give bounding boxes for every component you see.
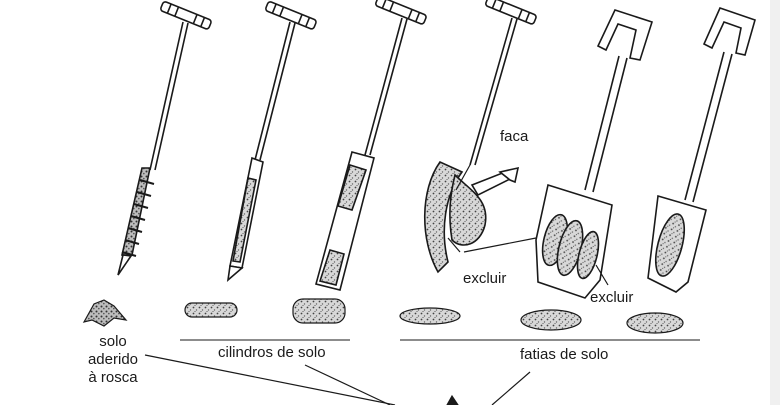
label-excluir-left: excluir [463,270,507,287]
excluir-left-pointer-a [463,237,537,253]
page-edge [770,0,780,405]
soil-cylinder-2 [292,298,346,324]
faca-pointer [455,164,471,191]
knife-auger [423,0,537,274]
label-fatias: fatias de solo [520,346,609,363]
screw-auger [117,1,212,276]
soil-slice-1 [399,307,461,325]
fatias-arrow-line [491,371,531,405]
screw-soil-sample [82,299,128,327]
solo-arrow-line [144,354,396,405]
cilindros-arrow-line [304,364,391,405]
convergence-arrowhead [446,394,459,405]
label-faca: faca [500,128,529,145]
label-solo-line3: à rosca [88,369,138,386]
soil-slice-3 [626,312,684,334]
spade [535,9,654,299]
soil-cylinder-1 [184,302,238,318]
excluir-right-pointer [595,264,609,286]
pointer-lines [144,164,609,405]
label-solo-line1: solo [99,333,127,350]
soil-samples [82,298,684,334]
soil-slice-2 [520,309,582,331]
label-cilindros: cilindros de solo [218,344,326,361]
tube-auger-2 [315,0,427,291]
label-solo-aderido: solo aderido à rosca [78,333,148,387]
label-excluir-right: excluir [590,289,634,306]
excluir-left-pointer-b [447,237,461,253]
narrow-spade [647,7,756,293]
label-solo-line2: aderido [87,351,139,368]
tube-auger-1 [226,1,317,282]
